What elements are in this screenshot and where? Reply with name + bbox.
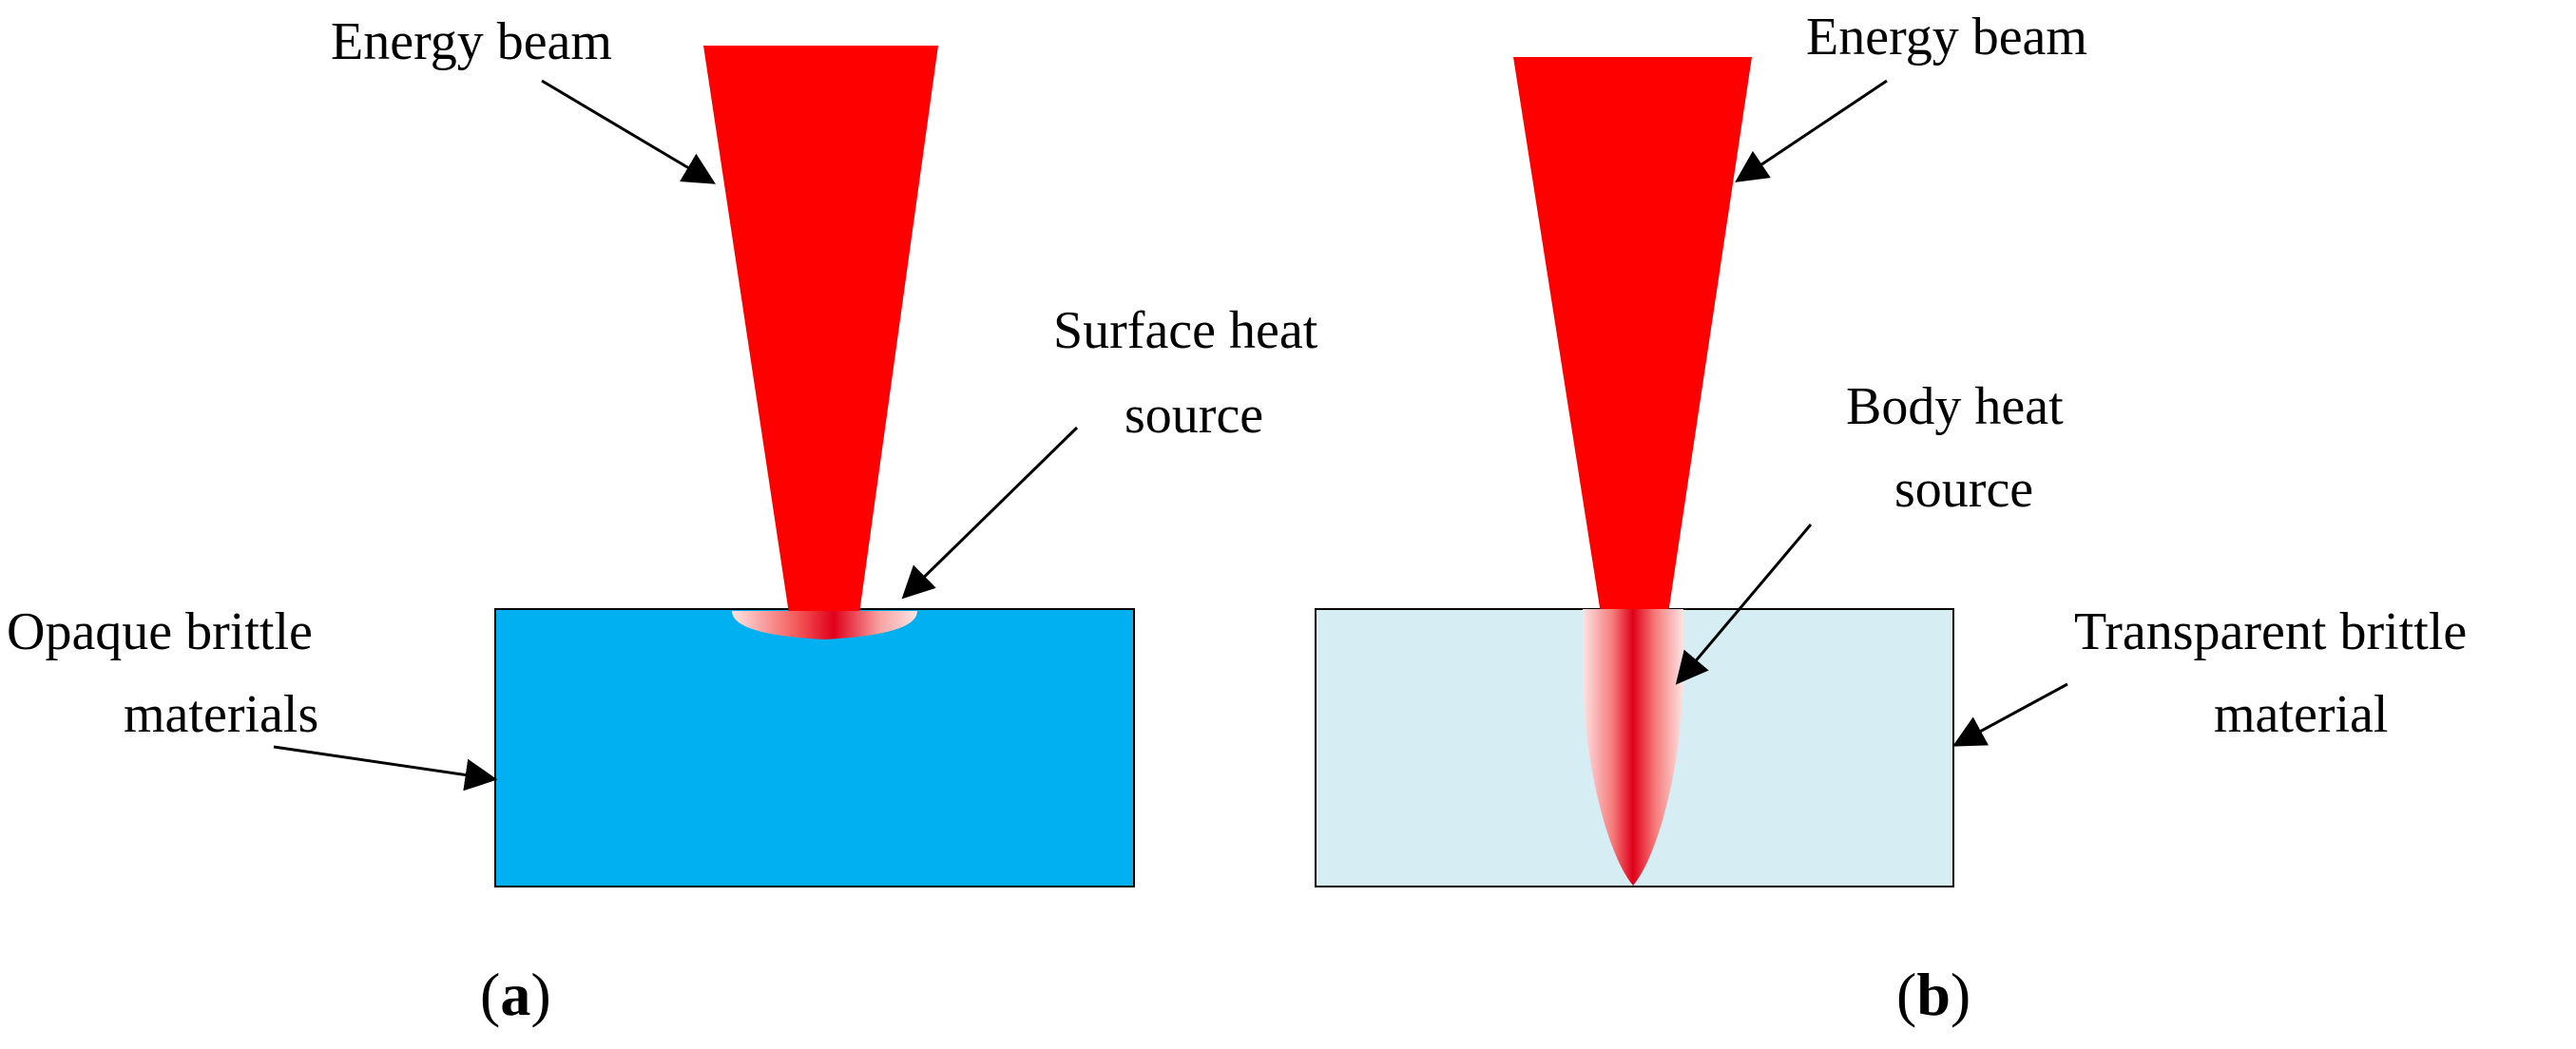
transparent-material-label-line1: Transparent brittle	[2074, 602, 2467, 661]
surface-heat-source-label-line1: Surface heat	[1053, 301, 1318, 360]
transparent-material-arrow	[1952, 682, 2068, 747]
energy-beam-a	[703, 46, 938, 614]
surface-heat-source	[732, 611, 917, 639]
energy-beam-label-b: Energy beam	[1806, 8, 2087, 67]
panel-b: Energy beam Body heat source Transparent…	[1315, 8, 2467, 1028]
panel-b-caption: (b)	[1896, 961, 1970, 1028]
surface-heat-source-label-line2: source	[1125, 386, 1263, 445]
panel-a: Energy beam Surface heat source Opaque b…	[7, 12, 1318, 1028]
opaque-material-arrow	[273, 745, 498, 792]
body-heat-source-arrow	[1675, 524, 1813, 685]
panel-a-caption: (a)	[480, 961, 551, 1028]
energy-beam-label-a: Energy beam	[331, 12, 612, 71]
energy-beam-arrow-a	[541, 79, 716, 184]
body-heat-source-label-line1: Body heat	[1846, 377, 2064, 436]
opaque-material-block	[494, 608, 1135, 887]
opaque-material-label-line1: Opaque brittle	[7, 602, 313, 661]
transparent-material-label-line2: material	[2214, 685, 2388, 744]
body-heat-source	[1583, 609, 1683, 886]
opaque-material-label-line2: materials	[124, 685, 318, 744]
surface-heat-source-arrow	[901, 426, 1079, 600]
body-heat-source-label-line2: source	[1894, 460, 2033, 519]
energy-beam-arrow-b	[1735, 79, 1888, 182]
energy-beam-b	[1513, 57, 1752, 614]
